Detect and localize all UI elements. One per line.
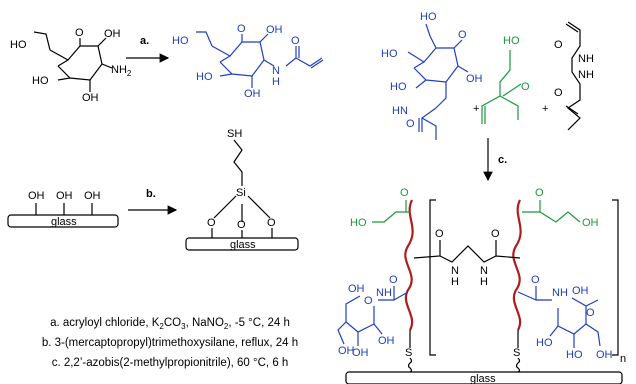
atom-hn: NH: [376, 287, 392, 299]
hydroxylated-glass: glass OH OH OH: [7, 190, 119, 228]
plus-sign: +: [542, 103, 548, 115]
atom-oh: OH: [56, 190, 73, 202]
atom-oh: OH: [104, 28, 121, 40]
atom-s: S: [513, 347, 520, 359]
atom-si: Si: [236, 187, 246, 199]
atom-ho: HO: [420, 11, 437, 23]
monomer-hema: HO O: [481, 35, 530, 124]
atom-oh: OH: [244, 88, 261, 100]
reaction-label-b: b.: [146, 188, 156, 200]
atom-ho: HO: [10, 39, 27, 51]
atom-o: O: [291, 35, 300, 47]
atom-oh: OH: [348, 283, 365, 295]
atom-oh: OH: [28, 190, 45, 202]
glucosamine-structure: HO O OH NH2 OH HO: [10, 27, 132, 104]
atom-s: S: [405, 347, 412, 359]
atom-n: N: [451, 265, 459, 277]
atom-nh: NH: [578, 53, 594, 65]
atom-o: O: [521, 81, 530, 93]
reaction-conditions: a. acryloyl chloride, K2CO3, NaNO2, -5 °…: [42, 317, 298, 369]
atom-o: O: [406, 118, 415, 130]
glucosamine-acrylamide-structure: HO O OH O N H OH HO: [172, 23, 324, 100]
reaction-label-a: a.: [140, 35, 149, 47]
atom-nh2: NH2: [111, 64, 132, 78]
glass-label: glass: [230, 239, 256, 251]
reaction-label-c: c.: [498, 154, 507, 166]
atom-o: O: [435, 228, 444, 240]
atom-oh: OH: [572, 285, 589, 297]
atom-oh: OH: [82, 92, 99, 104]
condition-a: a. acryloyl chloride, K2CO3, NaNO2, -5 °…: [50, 317, 290, 331]
atom-oh: OH: [338, 345, 355, 357]
atom-ho: HO: [196, 71, 213, 83]
atom-oh: OH: [352, 347, 369, 359]
copolymer-structure: glass n HO O OH O O O N H N H O NH OH: [337, 187, 626, 384]
atom-o: O: [458, 29, 467, 41]
atom-ho: HO: [381, 48, 398, 60]
condition-b: b. 3-(mercaptopropyl)trimethoxysilane, r…: [42, 337, 298, 349]
plus-sign: +: [473, 103, 479, 115]
atom-h: H: [480, 276, 488, 288]
atom-o: O: [207, 217, 216, 229]
atom-o: O: [586, 307, 595, 319]
atom-o: O: [554, 39, 563, 51]
atom-o: O: [75, 27, 84, 39]
atom-nh: NH: [552, 287, 568, 299]
atom-o: O: [237, 23, 246, 35]
glass-label: glass: [51, 216, 77, 228]
atom-ho: HO: [350, 217, 367, 229]
atom-nh: N: [272, 65, 280, 77]
atom-oh: OH: [378, 335, 395, 347]
atom-sh: SH: [227, 128, 242, 140]
atom-o: O: [554, 87, 563, 99]
atom-nh: NH: [578, 69, 594, 81]
condition-c: c. 2,2’-azobis(2-methylpropionitrile), 6…: [52, 357, 289, 369]
atom-o: O: [400, 187, 409, 199]
atom-ho: HO: [566, 349, 583, 361]
monomer-bisacrylamide: NH NH O O: [554, 21, 594, 131]
atom-o: O: [389, 274, 398, 286]
thiolated-glass: glass O O O Si SH: [185, 128, 299, 251]
atom-o: O: [364, 295, 373, 307]
atom-o: O: [535, 187, 544, 199]
atom-oh: OH: [596, 349, 613, 361]
backbone-left: [404, 199, 414, 331]
glass-label: glass: [470, 373, 496, 384]
atom-oh: OH: [582, 217, 599, 229]
atom-oh: OH: [466, 73, 483, 85]
atom-hn: HN: [392, 105, 408, 117]
atom-ho: HO: [32, 75, 49, 87]
backbone-right: [512, 199, 522, 331]
atom-ho: HO: [172, 35, 189, 47]
atom-n: N: [480, 265, 488, 277]
atom-o: O: [531, 274, 540, 286]
glass-substrate: [345, 371, 623, 384]
atom-oh: HO: [503, 35, 520, 47]
atom-ho: HO: [536, 337, 553, 349]
atom-oh: OH: [84, 190, 101, 202]
repeat-index: n: [620, 353, 626, 365]
atom-o: O: [491, 228, 500, 240]
atom-ho: HO: [390, 81, 407, 93]
atom-o: O: [237, 219, 246, 231]
atom-o: O: [267, 217, 276, 229]
atom-oh: OH: [266, 24, 283, 36]
atom-h: H: [272, 76, 280, 88]
atom-h: H: [451, 276, 459, 288]
monomer-glucosamine-acrylamide: HO HO O OH HO HN O: [381, 11, 483, 140]
